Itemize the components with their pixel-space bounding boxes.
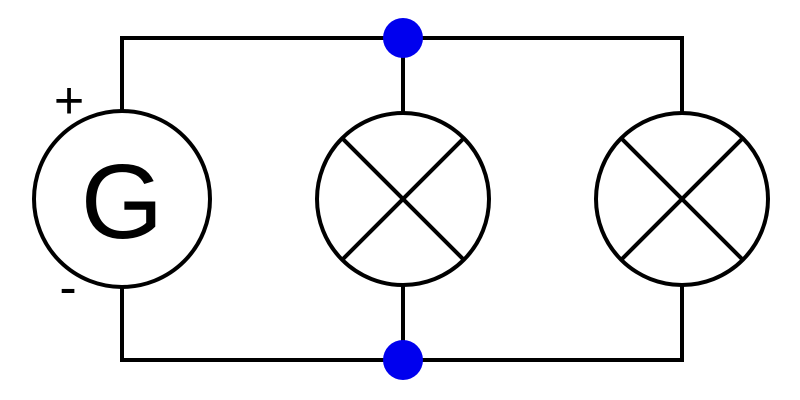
top-junction-dot [383,18,423,58]
lamp-2 [594,111,770,287]
bottom-junction-dot [383,340,423,380]
junctions [383,18,423,380]
lamp-1-cross-line-b [340,136,466,262]
generator-label: G [81,143,163,261]
positive-terminal-label: + [54,72,84,130]
lamp-1 [315,111,491,287]
negative-terminal-label: - [59,259,76,317]
generator: G + - [32,72,212,317]
lamp-2-cross-line-b [619,136,745,262]
generator-circle [32,109,212,289]
